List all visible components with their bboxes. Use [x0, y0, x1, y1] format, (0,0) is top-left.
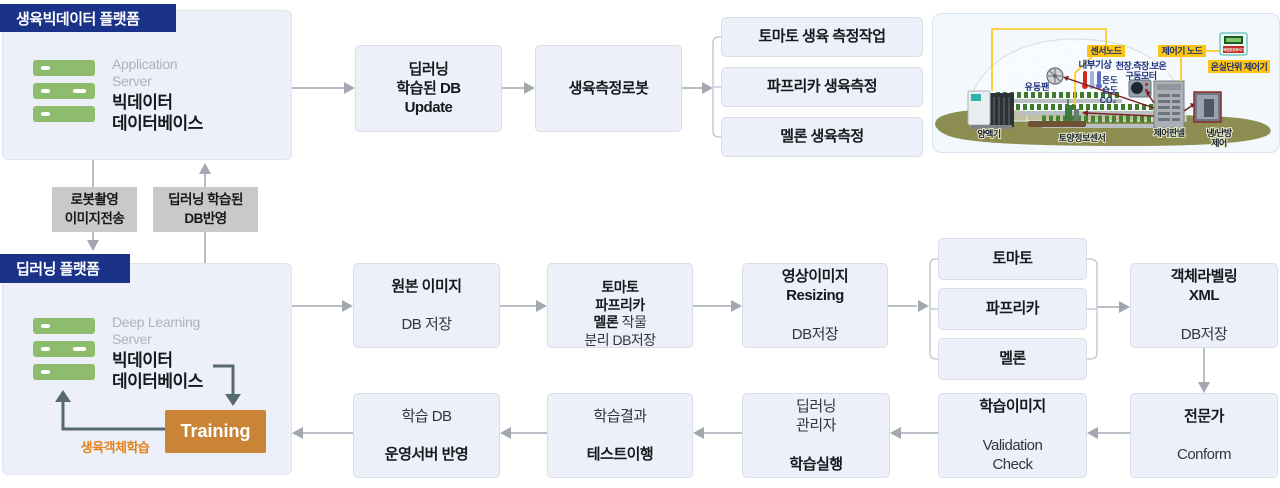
hvac-photo-inset [1193, 91, 1222, 123]
unit-controller-label: 온실단위 제어기 [1211, 61, 1268, 72]
db-update-text: 딥러닝 학습된 DB Update [396, 60, 461, 117]
drive-motor-icon [1128, 79, 1152, 98]
temperature-label: 온도 [1102, 75, 1118, 85]
soil-sensor-label: 토양정보센서 [1059, 132, 1106, 143]
db-reflect-label: 딥러닝 학습된 DB반영 [153, 187, 258, 232]
nutrient-machine [967, 90, 1014, 129]
flow-box-crop-split: 토마토 파프리카 멜론 작물 분리 DB저장 [547, 263, 693, 348]
labeling-rest-text: DB저장 [1180, 325, 1228, 343]
flow-box-origin-image: 원본 이미지 DB 저장 [353, 263, 500, 348]
deep-server-name: 빅데이터 데이터베이스 [112, 350, 203, 391]
flow-box-resizing: 영상이미지 Resizing DB저장 [742, 263, 888, 348]
growth-server-type: Application Server [112, 56, 178, 89]
flow-box-tomato: 토마토 [938, 238, 1087, 280]
training-note: 생육객체학습 [80, 440, 150, 455]
training-loop-arrowheads [55, 390, 241, 406]
melon-text: 멜론 [999, 350, 1026, 368]
hvac-label-line1: 냉/난방 [1206, 127, 1233, 138]
hvac-label-line2: 제어 [1211, 137, 1227, 148]
unit-controller-device: 복합환경제어기 [1219, 32, 1248, 56]
expert-bold-text: 전문가 [1184, 407, 1224, 425]
flow-arrowheads [87, 82, 1210, 439]
flow-box-melon: 멜론 [938, 338, 1087, 380]
deploy-rest-text: 학습 DB [401, 407, 452, 425]
control-panel-icon [1153, 80, 1185, 129]
controller-node-label: 제어기 노드 [1162, 45, 1204, 56]
tomato-task-text: 토마토 생육 측정작업 [758, 28, 886, 46]
flow-box-melon-task: 멜론 생육측정 [721, 117, 923, 157]
flow-box-test: 학습결과 테스트이행 [547, 393, 693, 478]
indoor-weather-label: 내부기상 [1079, 59, 1113, 71]
sensor-node-label: 센서노드 [1090, 45, 1122, 56]
robot-image-transfer-label: 로봇촬영 이미지전송 [52, 187, 137, 232]
flow-box-labeling: 객체라벨링 XML DB저장 [1130, 263, 1278, 348]
paprika-text: 파프리카 [985, 300, 1040, 318]
expert-rest-text: Conform [1176, 446, 1232, 464]
origin-bold-text: 원본 이미지 [391, 277, 462, 295]
split-brackets [712, 36, 1098, 360]
resize-rest-text: DB저장 [791, 325, 839, 343]
circulation-fan-icon [1046, 67, 1064, 85]
tomato-text: 토마토 [992, 250, 1033, 268]
deep-platform-tab: 딥러닝 플랫폼 [0, 254, 130, 283]
flow-box-expert: 전문가 Conform [1130, 393, 1278, 478]
validation-bold-text: 학습이미지 [979, 398, 1046, 416]
growth-server-text: Application Server 빅데이터 데이터베이스 [112, 56, 282, 134]
split-rest-text: 작물 분리 DB저장 [584, 314, 656, 348]
train-exec-rest-text: 딥러닝 관리자 [796, 398, 836, 435]
growth-platform-tab: 생육빅데이터 플랫폼 [0, 4, 176, 32]
motor-label-line1: 천장.측장.보온 [1116, 60, 1167, 71]
flow-box-db-update: 딥러닝 학습된 DB Update [355, 45, 502, 132]
greenhouse-ground-labels: 양액기 토양정보센서 제어판넬 냉/난방 제어 [976, 126, 1234, 149]
humidity-label: 습도 [1102, 85, 1118, 95]
greenhouse-illustration: 복합환경제어기 [932, 13, 1280, 153]
fan-label: 유동팬 [1025, 81, 1050, 92]
flow-box-deploy: 학습 DB 운영서버 반영 [353, 393, 500, 478]
growth-server-name: 빅데이터 데이터베이스 [112, 92, 203, 133]
training-loop-arrows [61, 364, 235, 431]
co2-label: CO₂ [1100, 95, 1117, 105]
server-icon [33, 318, 95, 380]
flow-box-growth-robot: 생육측정로봇 [535, 45, 682, 132]
deploy-bold-text: 운영서버 반영 [384, 446, 469, 464]
origin-rest-text: DB 저장 [401, 316, 452, 334]
thermometer-icons [1082, 71, 1102, 89]
deep-server-type: Deep Learning Server [112, 314, 200, 347]
flow-box-train-exec: 딥러닝 관리자 학습실행 [742, 393, 890, 478]
soil-sensor [1065, 99, 1079, 121]
resize-bold-text: 영상이미지 Resizing [781, 268, 849, 305]
training-box: Training [165, 410, 266, 453]
split-bold-text: 토마토 파프리카 멜론 [593, 279, 646, 331]
test-bold-text: 테스트이행 [586, 446, 654, 464]
flow-box-validation: 학습이미지 Validation Check [938, 393, 1087, 478]
labeling-bold-text: 객체라벨링 XML [1170, 268, 1238, 305]
melon-task-text: 멜론 생육측정 [780, 128, 864, 146]
control-panel-label: 제어판넬 [1153, 127, 1184, 138]
control-signal-arrowheads [1063, 76, 1195, 116]
sensor-wire-lines [991, 28, 1220, 105]
flow-box-tomato-task: 토마토 생육 측정작업 [721, 17, 923, 57]
server-icon [33, 60, 95, 122]
paprika-task-text: 파프리카 생육측정 [766, 78, 878, 96]
deep-server-text: Deep Learning Server 빅데이터 데이터베이스 [112, 314, 282, 392]
greenhouse-yellow-labels: 센서노드 제어기 노드 온실단위 제어기 [1087, 45, 1270, 73]
validation-rest-text: Validation Check [982, 436, 1043, 473]
train-exec-bold-text: 학습실행 [789, 455, 843, 473]
nutrient-machine-label: 양액기 [977, 128, 1001, 139]
flow-box-paprika-task: 파프리카 생육측정 [721, 67, 923, 107]
flow-box-paprika: 파프리카 [938, 288, 1087, 330]
device-label-text: 복합환경제어기 [1223, 47, 1244, 52]
growth-robot-text: 생육측정로봇 [568, 79, 649, 97]
motor-label-line2: 구동모터 [1125, 70, 1156, 81]
greenhouse-annotations: 내부기상 천장.측장.보온 구동모터 온도 습도 CO₂ 유동팬 [1025, 59, 1167, 105]
test-rest-text: 학습결과 [593, 407, 647, 425]
